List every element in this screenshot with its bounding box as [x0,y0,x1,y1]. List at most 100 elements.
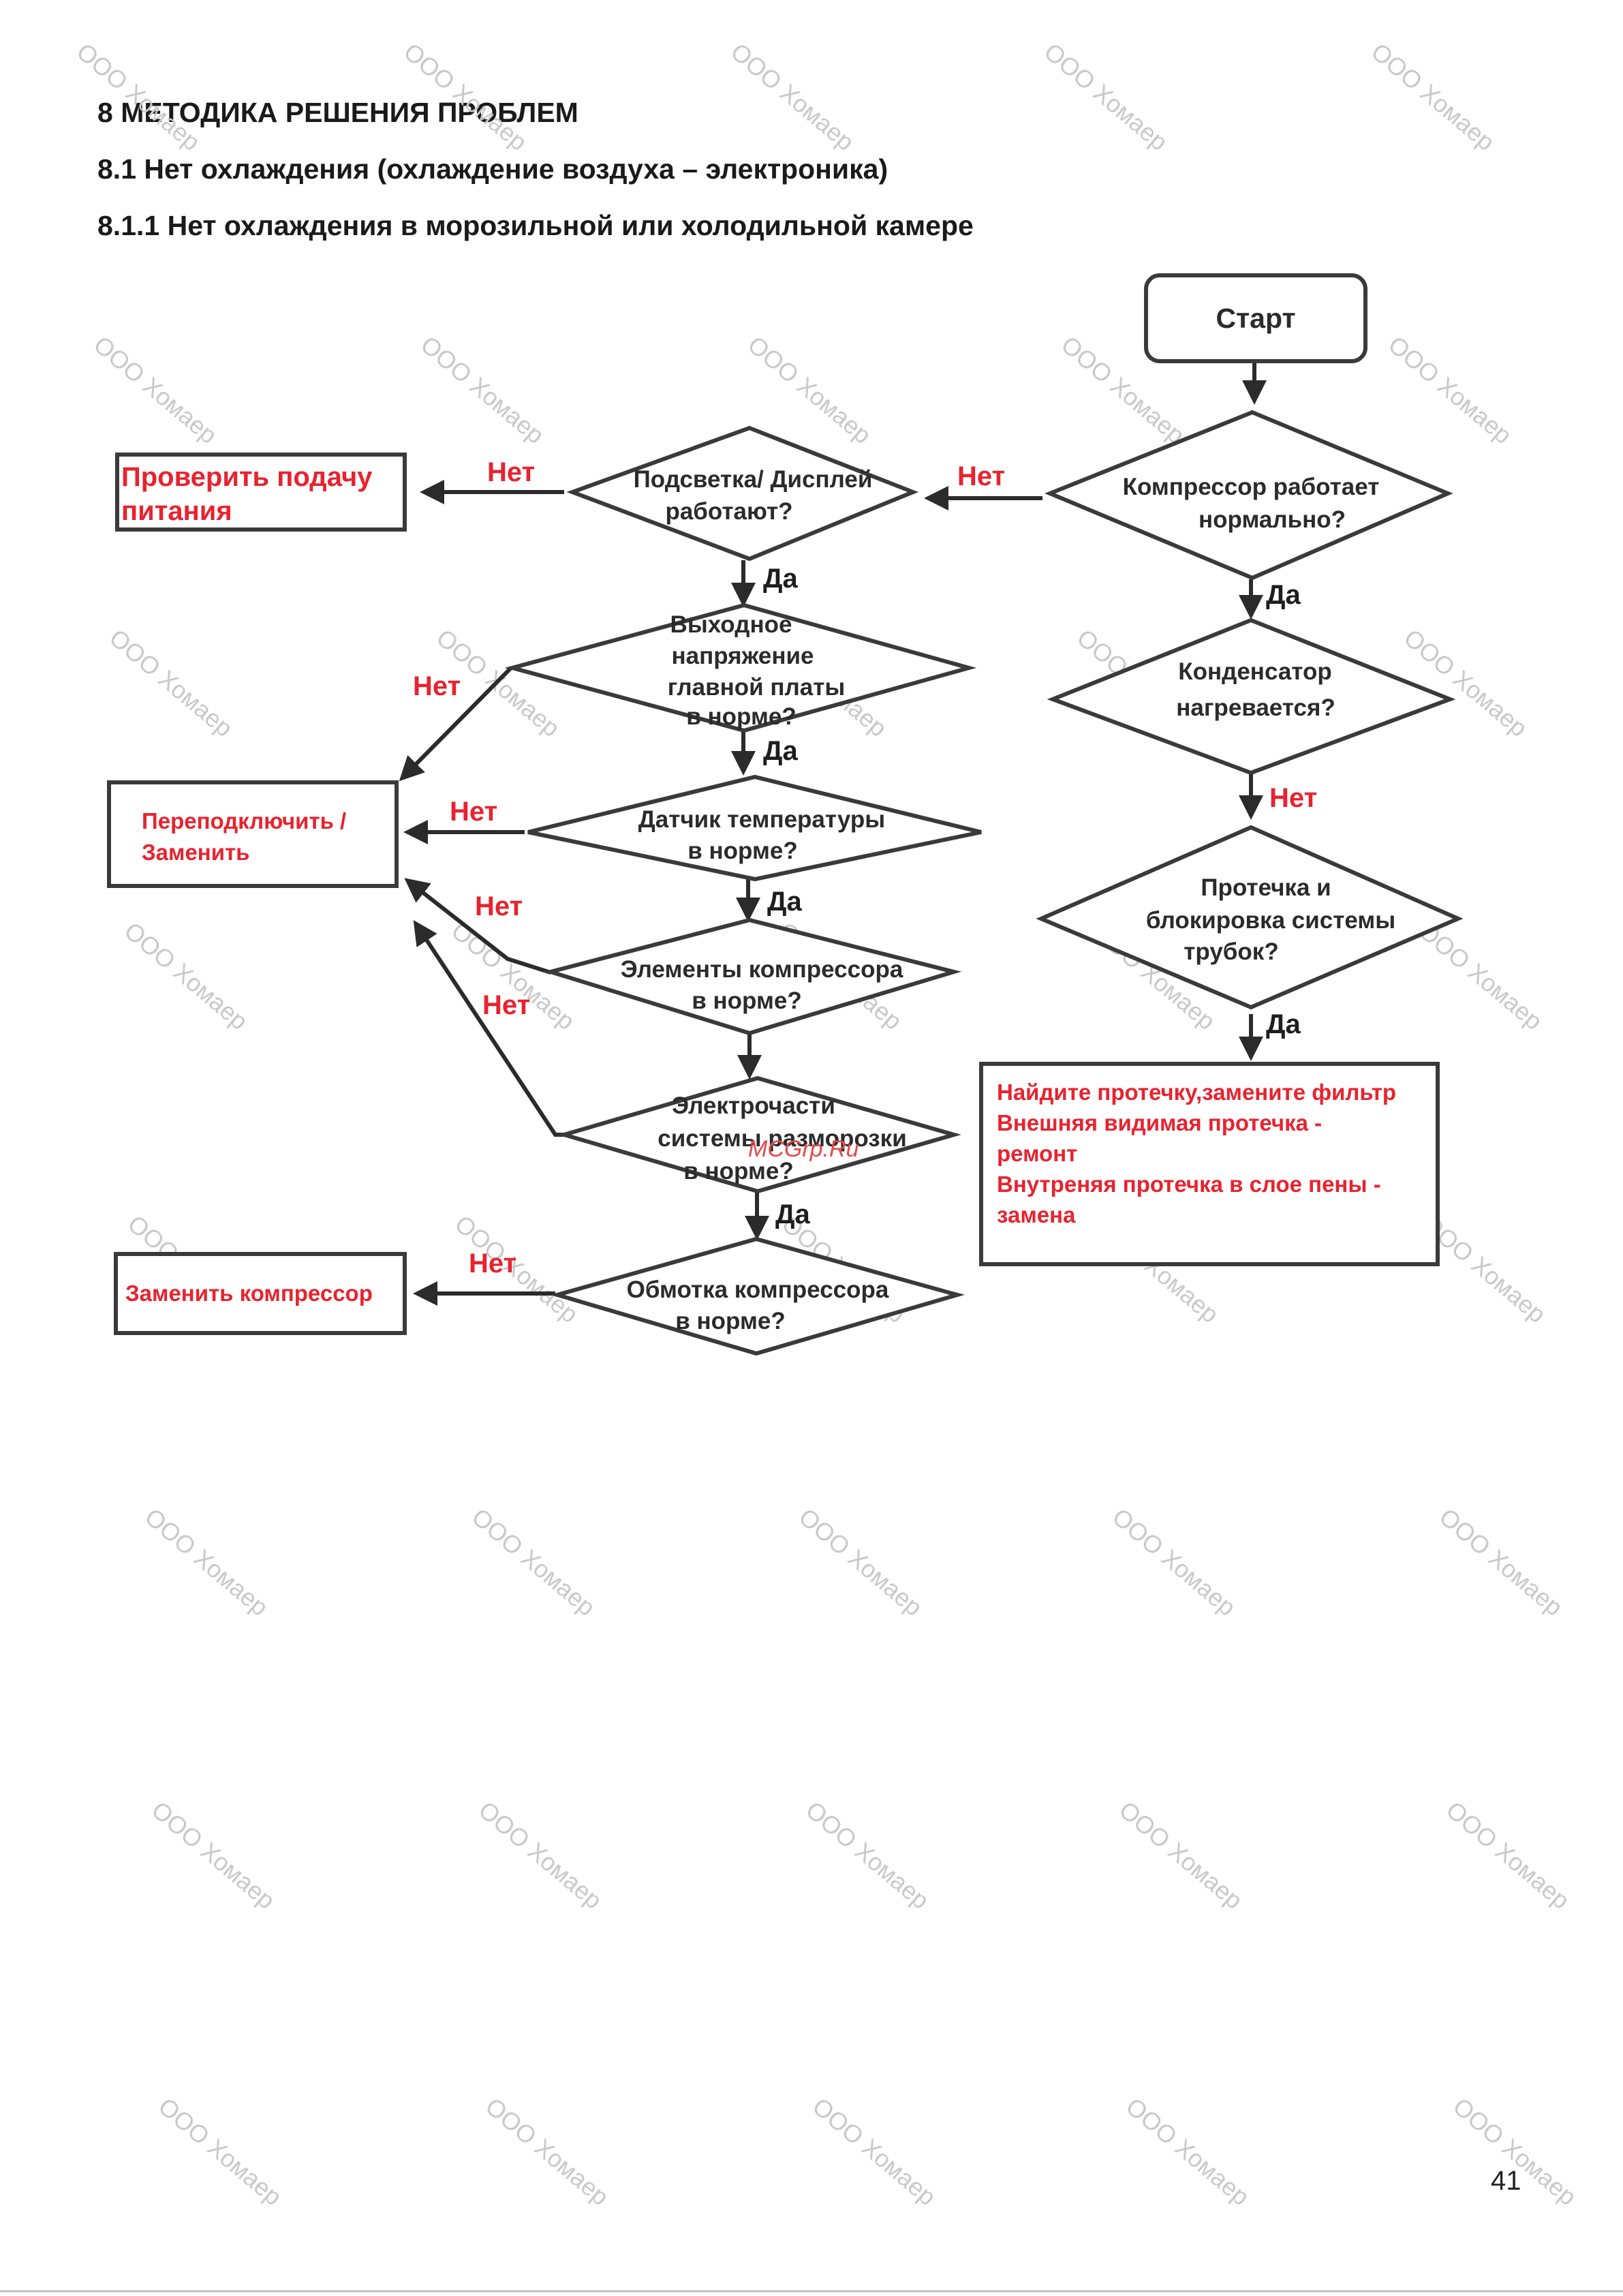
decision-text: Обмотка компрессора [627,1276,889,1303]
decision-text: Элементы компрессора [621,956,903,983]
label-yes: Да [1266,1009,1301,1039]
watermark: ООО Хомаер [807,2092,942,2211]
decision-text: Протечка и [1201,874,1331,901]
action-text: ремонт [997,1141,1077,1166]
watermark: ООО Хомаер [467,1503,601,1621]
start-label: Старт [1216,303,1295,334]
watermark: ООО Хомаер [146,1796,281,1914]
decision-text: Выходное [670,611,792,638]
node-defrost-parts: Электрочасти системы разморозки в норме? [557,1075,961,1194]
node-condenser: Конденсатор нагревается? [1047,617,1456,776]
subsubsection-heading: 8.1.1 Нет охлаждения в морозильной или х… [97,210,974,241]
watermark: ООО Хомаер [1414,917,1548,1035]
decision-text: Компрессор работает [1123,474,1380,500]
node-backlight: Подсветка/ Дисплей работают? [566,425,919,562]
decision-text: в норме? [687,838,797,864]
branch-labels: Нет Нет Да Да Нет Да Нет Нет Да Нет Нет … [413,457,1317,1279]
section-heading: 8 МЕТОДИКА РЕШЕНИЯ ПРОБЛЕМ [97,97,578,128]
start-terminal [1144,273,1367,363]
label-yes: Да [763,564,798,594]
arrow-comp-parts-no [404,878,551,975]
decision-text: системы разморозки [658,1125,906,1152]
watermark: ООО Хомаер [119,917,253,1035]
decision-diamond [504,602,977,733]
decision-text: Электрочасти [672,1092,835,1119]
decision-text: Подсветка/ Дисплей [634,466,873,493]
watermark: ООО Хомаер [1366,37,1500,156]
watermark: ООО Хомаер [1039,37,1173,156]
action-box [114,1252,407,1335]
decision-diamond [566,425,919,562]
node-compressor-ok: Компрессор работает нормально? [1045,410,1453,581]
label-yes: Да [775,1199,810,1229]
node-winding: Обмотка компрессора в норме? [550,1236,965,1356]
node-temp-sensor: Датчик температуры в норме? [527,774,982,882]
watermark: ООО Хомаер [399,37,533,156]
action-text: Заменить компрессор [125,1281,373,1306]
arrow-mainboard-no [399,666,513,782]
decision-text: главной платы [668,674,846,701]
node-leak-action: Найдите протечку,замените фильтр Внешняя… [979,1062,1440,1266]
page-number: 41 [1491,2166,1521,2196]
label-no: Нет [957,461,1005,491]
action-text: Найдите протечку,замените фильтр [997,1080,1396,1105]
action-text: Внешняя видимая протечка - [997,1110,1322,1135]
label-yes: Да [763,736,798,766]
action-text: Переподключить / [142,808,346,833]
watermark: ООО Хомаер [794,1503,928,1621]
node-compressor-parts: Элементы компрессора в норме? [543,917,962,1036]
watermark: ООО Хомаер [1399,624,1533,742]
decision-text: блокировка системы [1146,907,1395,934]
decision-diamond [543,917,962,1036]
watermark: ООО Хомаер [1107,1503,1241,1621]
watermark: ООО Хомаер [89,331,223,449]
action-box [979,1062,1440,1266]
action-text: Внутреняя протечка в слое пены - [997,1172,1381,1197]
watermark: ООО Хомаер [801,1796,935,1914]
node-reconnect: Переподключить / Заменить [107,780,399,888]
label-yes: Да [1266,580,1301,610]
label-no: Нет [413,671,461,701]
decision-text: в норме? [683,1158,793,1184]
label-no: Нет [1269,783,1317,813]
decision-text: напряжение [671,643,814,669]
watermark: ООО Хомаер [1441,1796,1575,1914]
decision-text: Конденсатор [1178,658,1332,685]
decision-text: трубок? [1184,938,1278,965]
watermark: ООО Хомаер [104,624,238,742]
watermark: ООО Хомаер [480,2092,615,2211]
site-watermark: MCGrp.Ru [748,1136,859,1162]
label-no: Нет [450,797,497,827]
node-start: Старт [1144,273,1367,363]
action-box [115,453,407,532]
watermark: ООО Хомаер [416,331,550,449]
decision-text: в норме? [692,988,801,1014]
watermark: ООО Хомаер [1114,1796,1248,1914]
watermark: ООО Хомаер [1434,1503,1568,1621]
decision-diamond [1047,617,1456,776]
decision-text: в норме? [675,1308,785,1334]
decision-text: работают? [665,498,792,525]
action-text: питания [121,496,232,526]
label-no: Нет [475,891,523,921]
watermark: ООО Хомаер [474,1796,608,1914]
decision-text: Датчик температуры [638,806,885,833]
label-yes: Да [767,887,802,917]
node-replace-compressor: Заменить компрессор [114,1252,407,1335]
node-leak: Протечка и блокировка системы трубок? [1036,825,1464,1010]
decision-text: в норме? [686,703,796,730]
label-no: Нет [482,990,530,1020]
decision-diamond [527,774,982,882]
subsection-heading: 8.1 Нет охлаждения (охлаждение воздуха –… [97,153,888,185]
watermark: ООО Хомаер [1383,331,1517,449]
node-main-board: Выходное напряжение главной платы в норм… [504,602,977,733]
action-text: Проверить подачу [121,462,373,492]
watermark: ООО Хомаер [1121,2092,1255,2211]
decision-diamond [550,1236,965,1356]
decision-diamond [1036,825,1464,1010]
watermark: ООО Хомаер [726,37,860,156]
action-box [107,780,399,888]
watermark: ООО Хомаер [72,37,206,156]
decision-text: нормально? [1199,506,1346,533]
decision-diamond [1045,410,1453,581]
